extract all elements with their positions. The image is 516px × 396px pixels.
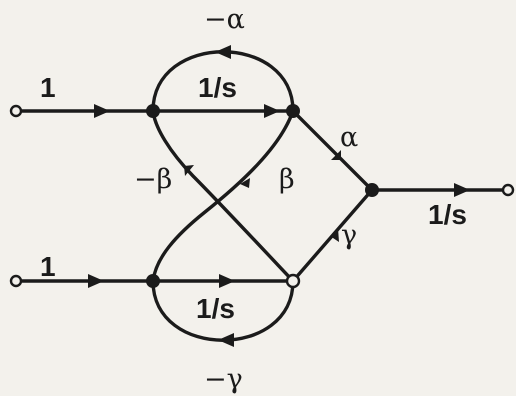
label-top-loop-gain: −α	[204, 4, 245, 35]
arrow-gamma-branch	[330, 228, 339, 242]
label-cross-beta: β	[279, 164, 295, 195]
node-bottom-left	[146, 274, 160, 288]
input-node-bottom	[9, 274, 23, 288]
node-top-left	[146, 104, 160, 118]
arrow-top-integrator	[264, 104, 280, 118]
input-node-top	[9, 104, 23, 118]
arrow-cross-beta-neg	[184, 165, 194, 176]
arrow-alpha-branch	[331, 150, 341, 160]
label-cross-beta-neg: −β	[134, 164, 172, 195]
node-bottom-right	[285, 273, 301, 289]
edge-alpha-branch	[291, 109, 374, 192]
label-gamma-branch: γ	[341, 220, 357, 251]
arrow-bottom-loop	[218, 333, 234, 347]
arrow-top-loop	[215, 45, 231, 59]
label-bottom-loop-gain: −γ	[204, 364, 243, 395]
arrow-top-input	[94, 104, 110, 118]
label-top-integrator: 1/s	[198, 72, 237, 103]
label-top-input-gain: 1	[40, 72, 56, 103]
arrow-cross-beta	[240, 178, 250, 188]
node-top-right	[286, 104, 300, 118]
label-alpha-branch: α	[340, 122, 358, 153]
arrow-output	[454, 183, 470, 197]
edge-cross-beta-neg	[151, 109, 295, 283]
label-bottom-input-gain: 1	[40, 251, 56, 282]
output-node	[501, 183, 515, 197]
sum-node	[365, 183, 379, 197]
arrow-bottom-integrator	[219, 274, 235, 288]
arrow-bottom-input	[88, 274, 104, 288]
edge-cross-beta	[151, 109, 295, 283]
label-bottom-integrator: 1/s	[196, 293, 235, 324]
label-output-integrator: 1/s	[428, 199, 467, 230]
